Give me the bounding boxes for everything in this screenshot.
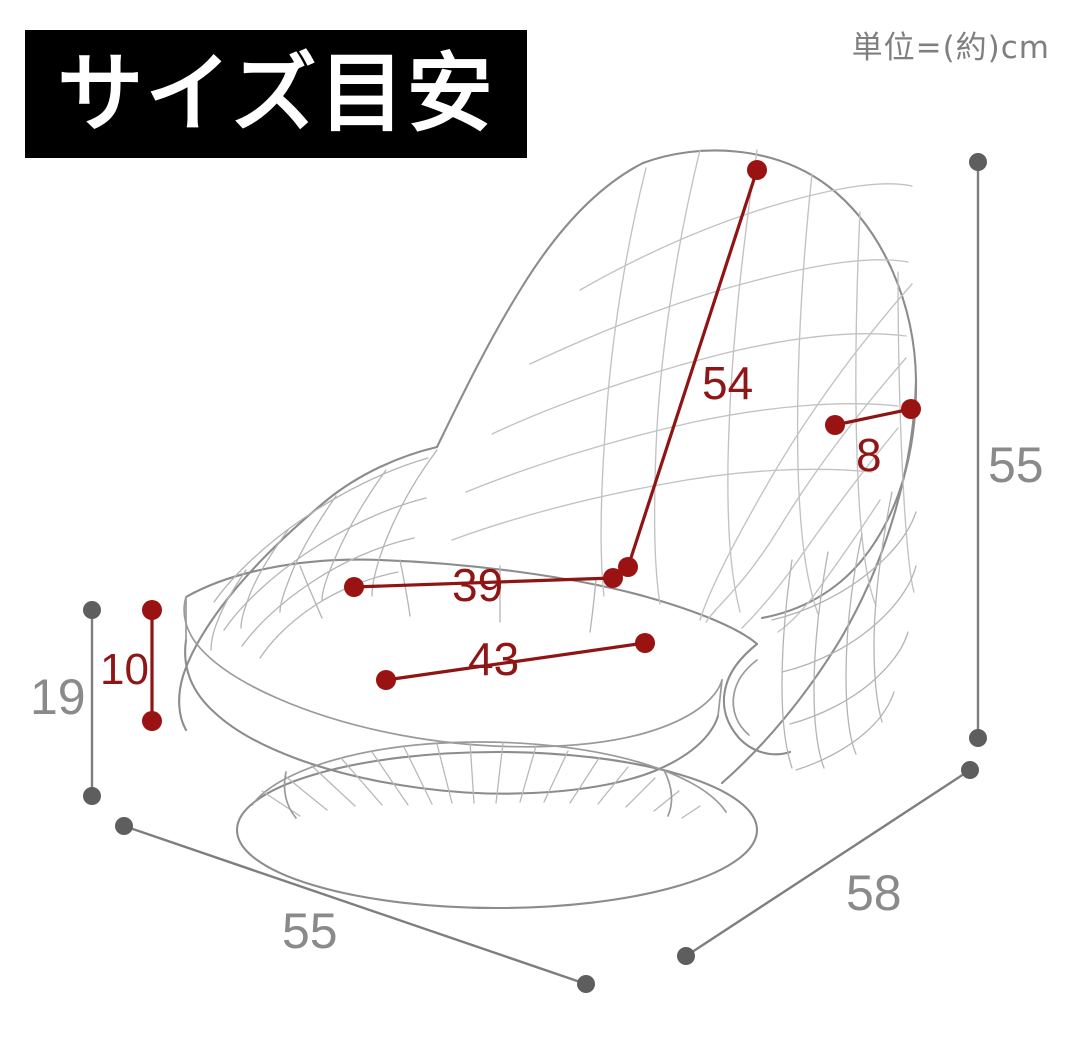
backrest-left-edge [435,161,645,449]
swivel-base-inner-rim [251,741,727,813]
dimension-label-seat-height: 19 [30,669,86,725]
right-armrest-outline [722,642,792,756]
dimension-line-seat-width-39 [344,568,623,597]
right-armrest-inner [732,659,758,736]
dimension-line-width-55 [115,817,595,993]
unit-note: 単位=(約)cm [851,30,1050,66]
seat-quilting [299,559,597,633]
size-guide-title-banner: サイズ目安 [25,30,527,158]
pedestal-left [283,771,297,819]
swivel-base-pleats [261,741,701,819]
backrest-quilting [451,149,915,633]
right-panel-quilting [771,491,917,771]
backrest-right-lower [720,378,918,785]
dimension-label-overall-width: 55 [282,903,338,959]
chair-illustration [178,149,918,910]
page-title: サイズ目安 [57,44,495,144]
dimension-line-armrest-8 [825,399,921,435]
seat-right-thickness [717,679,723,717]
dimension-line-backrest-54 [618,160,767,577]
seat-top-front [183,596,723,748]
gray-dimension-lines [83,153,987,993]
swivel-base-outline [235,750,759,910]
dimension-label-seat-depth: 43 [468,633,520,685]
seat-front-lower [184,638,720,795]
dimension-line-depth-58 [677,761,979,965]
dimension-label-armrest-width: 8 [856,429,882,481]
pedestal-right [663,769,673,817]
dimension-label-cushion-height: 10 [100,645,149,694]
left-wing-outer [178,604,224,732]
dimension-line-seat-height-19 [83,601,101,805]
dimension-line-seat-depth-43 [376,633,655,690]
dimension-label-backrest-height: 54 [702,357,754,409]
dimension-label-overall-height: 55 [988,437,1044,493]
red-dimension-lines [142,160,921,731]
dimension-line-height-55 [969,153,987,747]
dimension-label-seat-width: 39 [452,559,504,611]
left-wing-quilting [210,449,438,659]
dimension-label-overall-depth: 58 [846,865,902,921]
backrest-outline [641,149,918,620]
left-wing-top [220,445,439,608]
dimension-line-cushion-10 [142,600,162,731]
